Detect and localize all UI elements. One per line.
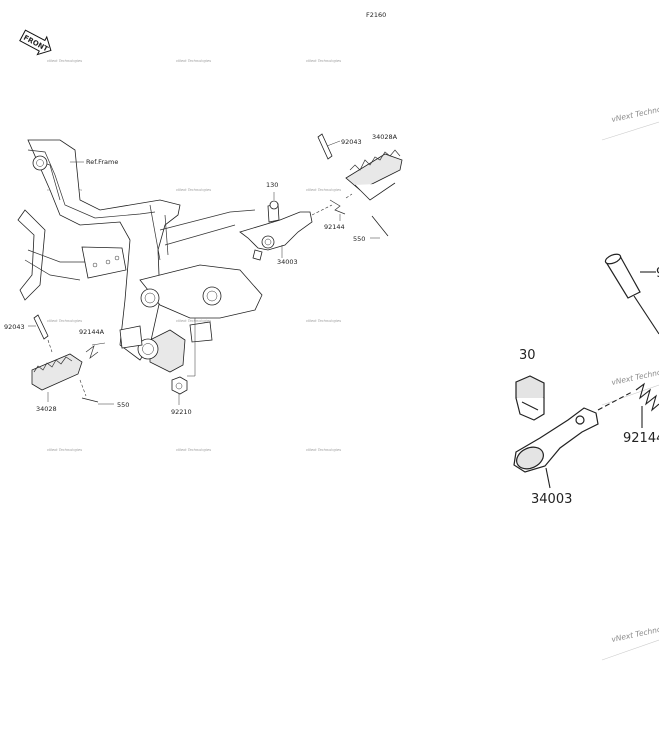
watermark: vNext Technologies [47,59,82,63]
watermark: vNext Technologies [176,448,211,452]
part-label-550-right: 550 [353,235,365,243]
watermark: vNext Technologies [176,319,211,323]
diagram-code: F2160 [366,11,386,19]
part-label-92210: 92210 [171,408,192,416]
left-footpeg-assembly [28,314,114,405]
zoom-label-34003: 34003 [531,492,572,507]
front-arrow-icon: FRONT [19,29,52,56]
watermark: vNext Technologies [176,59,211,63]
watermark: vNext Technologies [306,188,341,192]
part-label-130: 130 [266,181,278,189]
watermark-large: vNext Technologies [611,620,659,644]
nut-92210 [171,318,196,405]
zoom-label-30: 30 [519,348,536,363]
part-label-92144: 92144 [324,223,345,231]
part-label-34028A: 34028A [372,133,398,141]
watermark: vNext Technologies [306,59,341,63]
watermark: vNext Technologies [47,319,82,323]
part-label-92043-right: 92043 [341,138,362,146]
zoom-detail: vNext Technologies vNext Technologies vN… [513,100,659,661]
frame-reference-label: Ref.Frame [86,158,118,166]
part-label-92144A: 92144A [79,328,105,336]
part-label-34003: 34003 [277,258,298,266]
part-labels: 92043 34028A 130 92144 550 34003 92043 9… [4,133,398,416]
watermark-group: vNext Technologies vNext Technologies vN… [47,59,341,452]
watermark: vNext Technologies [176,188,211,192]
watermark: vNext Technologies [306,319,341,323]
part-label-92043-left: 92043 [4,323,25,331]
right-footpeg-assembly [239,133,403,261]
part-label-550-left: 550 [117,401,129,409]
frame-drawing [17,139,263,373]
part-label-34028: 34028 [36,405,57,413]
zoom-label-9: 9 [656,266,659,281]
watermark-large: vNext Technologies [611,363,659,387]
zoom-label-92144: 92144 [623,431,659,446]
watermark: vNext Technologies [47,448,82,452]
watermark: vNext Technologies [306,448,341,452]
watermark-large: vNext Technologies [611,100,659,124]
